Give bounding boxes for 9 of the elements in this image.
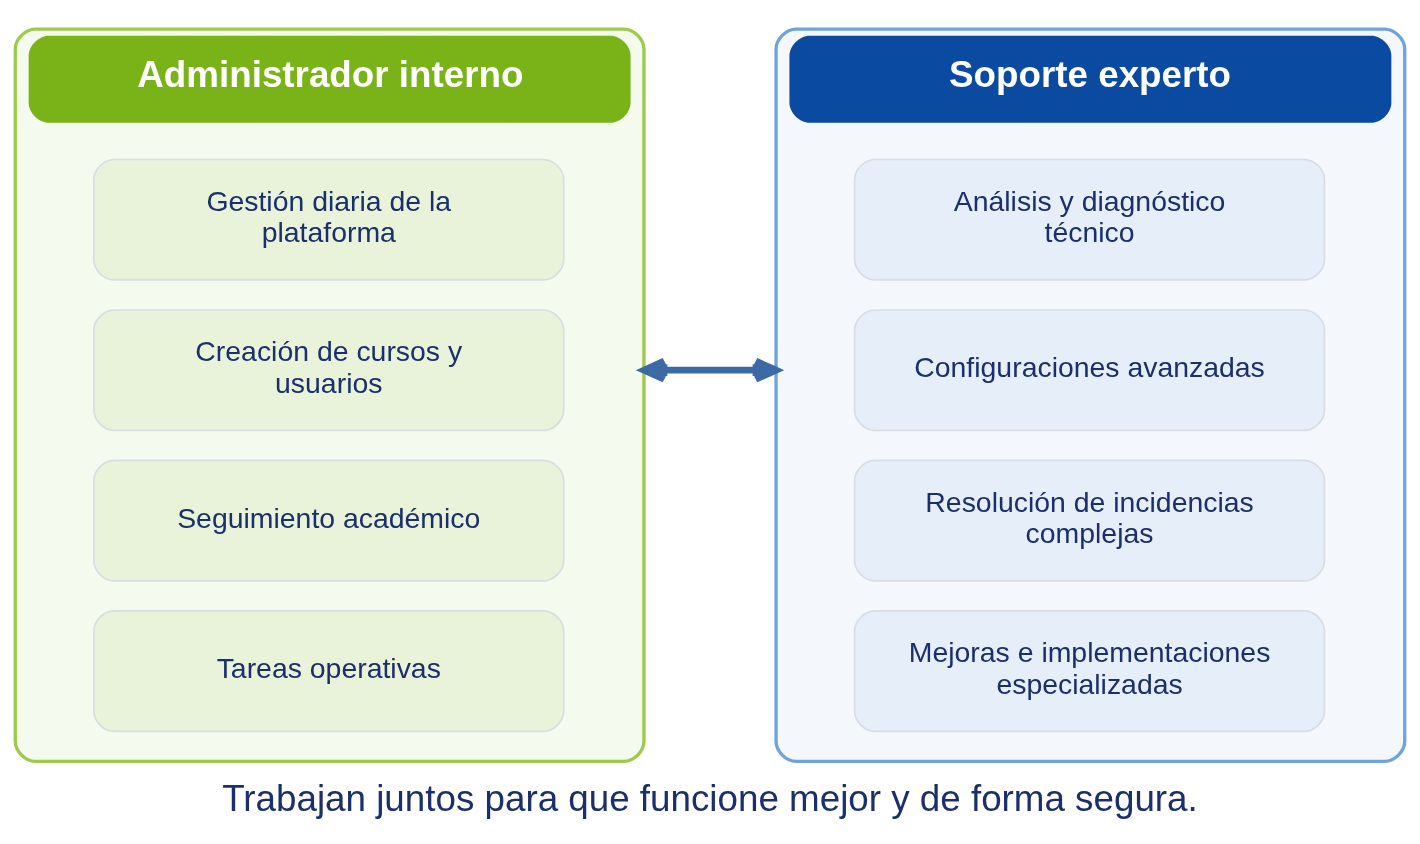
node-box: Configuraciones avanzadas (853, 309, 1326, 432)
node-box: Resolución de incidencias complejas (853, 459, 1326, 582)
caption: Trabajan juntos para que funcione mejor y de forma segura. (222, 777, 1198, 819)
node-box: Seguimiento académico (93, 459, 565, 582)
node-box: Gestión diaria de la plataforma (93, 158, 565, 281)
node-box: Mejoras e implementaciones especializadas (853, 610, 1326, 733)
node-box: Creación de cursos y usuarios (93, 309, 565, 432)
node-box: Tareas operativas (93, 610, 565, 733)
node-box: Análisis y diagnóstico técnico (853, 158, 1326, 281)
